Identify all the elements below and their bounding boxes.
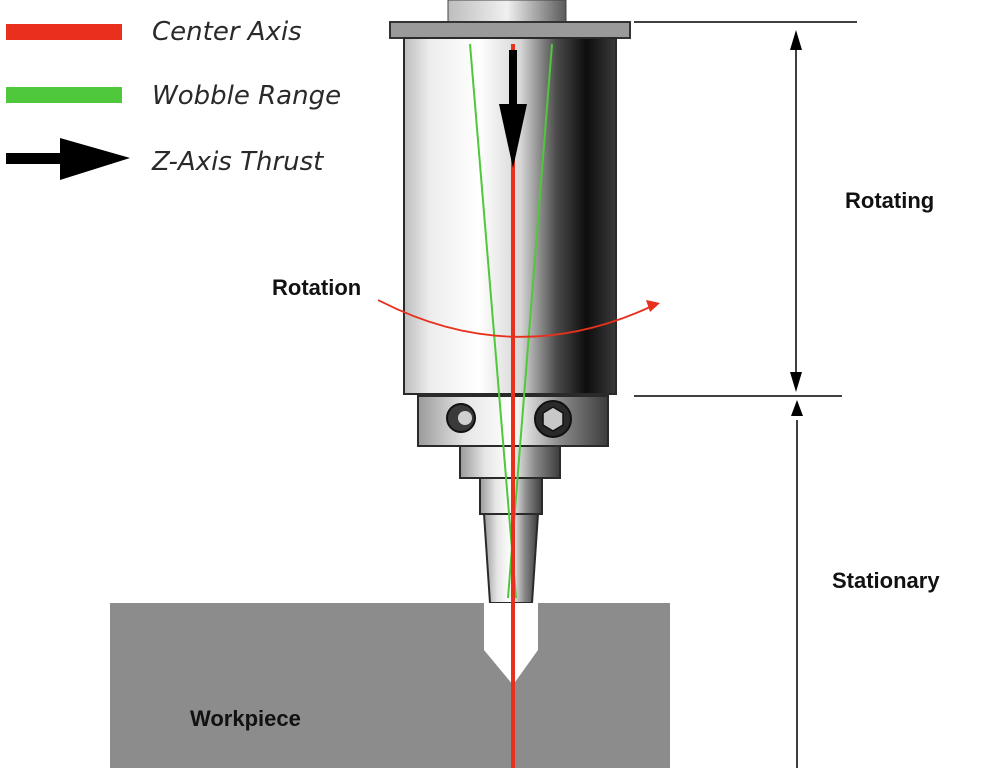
legend: Center Axis Wobble Range Z-Axis Thrust (6, 17, 341, 180)
top-shaft (447, 0, 567, 23)
rotation-arrow (377, 299, 660, 338)
legend-z-axis-thrust-label: Z-Axis Thrust (151, 147, 324, 177)
stationary-dimension (791, 400, 803, 768)
rotating-dimension (634, 21, 857, 397)
tool-assembly (389, 0, 631, 604)
wobble-range-lines (469, 43, 553, 599)
wobble-range-swatch (6, 87, 122, 103)
top-flange (389, 21, 631, 39)
rotating-label: Rotating (845, 188, 934, 213)
rotation-label: Rotation (272, 275, 361, 300)
neck (459, 445, 561, 479)
center-axis-swatch (6, 24, 122, 40)
hex-socket-screw-icon (534, 400, 572, 438)
z-axis-thrust-arrow (499, 50, 527, 168)
arrow-right-icon (6, 138, 130, 180)
workpiece-block: Workpiece (110, 603, 670, 768)
legend-center-axis-label: Center Axis (152, 17, 302, 47)
legend-wobble-range-label: Wobble Range (152, 81, 341, 111)
round-screw-icon (446, 403, 476, 433)
stationary-label: Stationary (832, 568, 940, 593)
workpiece-label: Workpiece (190, 706, 301, 731)
